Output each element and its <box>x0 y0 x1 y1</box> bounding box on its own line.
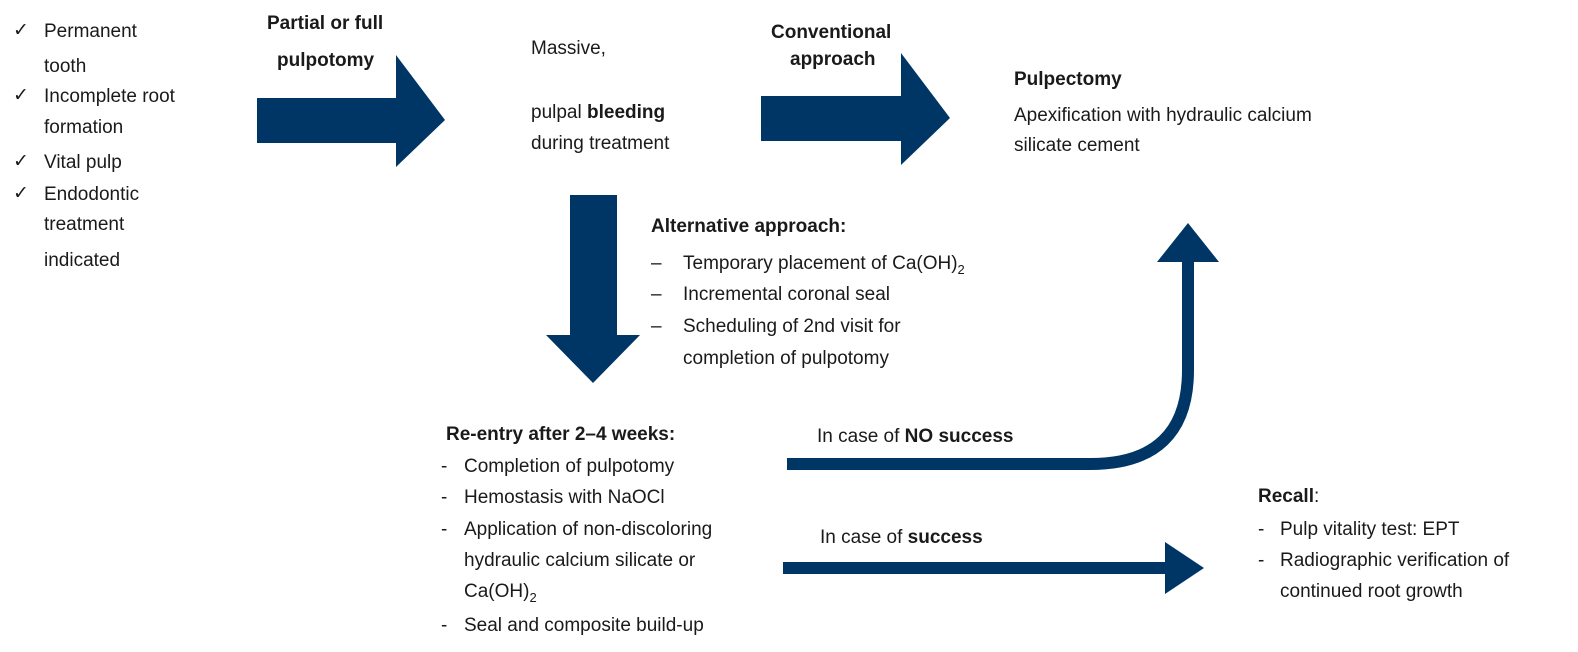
success-label: In case of success <box>820 522 983 553</box>
pulpectomy-line2: silicate cement <box>1014 135 1140 156</box>
recall-title-suffix: : <box>1313 486 1320 507</box>
criteria-text: treatment <box>44 214 125 235</box>
dash-mark: - <box>441 456 448 477</box>
pulpotomy-label-line2: pulpotomy <box>277 50 375 71</box>
reentry-item3-line3: Ca(OH)2 <box>464 576 537 607</box>
reentry-item2: Hemostasis with NaOCl <box>464 487 665 508</box>
dash-mark: – <box>651 316 662 337</box>
recall-title: Recall: <box>1258 481 1319 512</box>
reentry-item3-line3-text: Ca(OH) <box>464 581 530 602</box>
criteria-text: Vital pulp <box>44 152 122 173</box>
bleeding-line4: during treatment <box>531 133 670 154</box>
no-success-pre: In case of <box>817 426 905 447</box>
check-icon: ✓ <box>13 85 29 106</box>
alternative-title: Alternative approach: <box>651 216 847 237</box>
arrow-to-bleeding <box>257 55 445 167</box>
dash-mark: - <box>441 519 448 540</box>
criteria-text: Permanent <box>44 21 137 42</box>
conventional-label-line1: Conventional <box>771 22 892 43</box>
reentry-item3-line2: hydraulic calcium silicate or <box>464 550 696 571</box>
reentry-item4: Seal and composite build-up <box>464 615 704 636</box>
dash-mark: - <box>441 615 448 636</box>
pulpectomy-line1: Apexification with hydraulic calcium <box>1014 105 1312 126</box>
reentry-item3-line3-sub: 2 <box>529 589 537 605</box>
alternative-item1-sub: 2 <box>957 261 965 277</box>
recall-item2-line1: Radiographic verification of <box>1280 550 1510 571</box>
arrow-down-to-reentry <box>546 195 640 383</box>
pulpectomy-title: Pulpectomy <box>1014 69 1122 90</box>
recall-item1: Pulp vitality test: EPT <box>1280 519 1460 540</box>
recall-item2-line2: continued root growth <box>1280 581 1463 602</box>
no-success-bold: NO success <box>904 426 1014 447</box>
criteria-text: indicated <box>44 250 121 271</box>
bleeding-line3-bold: bleeding <box>587 102 666 123</box>
bleeding-line3: pulpal bleeding <box>531 97 665 128</box>
dash-mark: - <box>441 487 448 508</box>
recall-title-text: Recall <box>1258 486 1314 507</box>
criteria-text: tooth <box>44 56 87 77</box>
bleeding-line3-pre: pulpal <box>531 102 587 123</box>
curved-arrow-no-success <box>787 262 1194 470</box>
criteria-text: Endodontic <box>44 184 140 205</box>
alternative-item2: Incremental coronal seal <box>683 284 890 305</box>
alternative-item1: Temporary placement of Ca(OH)2 <box>683 248 965 279</box>
conventional-label-line2: approach <box>790 49 876 70</box>
alternative-item1-text: Temporary placement of Ca(OH) <box>683 253 958 274</box>
arrow-to-pulpectomy <box>761 53 950 165</box>
criteria-text: Incomplete root <box>44 86 175 107</box>
reentry-item1: Completion of pulpotomy <box>464 456 675 477</box>
reentry-item3-line1: Application of non-discoloring <box>464 519 713 540</box>
curved-arrow-head <box>1157 223 1219 262</box>
criteria-text: formation <box>44 117 124 138</box>
alternative-item3-line1: Scheduling of 2nd visit for <box>683 316 901 337</box>
check-icon: ✓ <box>13 151 29 172</box>
alternative-item3-line2: completion of pulpotomy <box>683 348 889 369</box>
dash-mark: – <box>651 253 662 274</box>
bleeding-line1: Massive, <box>531 38 606 59</box>
arrow-success-head <box>1165 542 1204 594</box>
success-bold: success <box>907 527 983 548</box>
check-icon: ✓ <box>13 183 29 204</box>
dash-mark: - <box>1258 519 1265 540</box>
dash-mark: – <box>651 284 662 305</box>
no-success-label: In case of NO success <box>817 421 1013 452</box>
reentry-title: Re-entry after 2–4 weeks: <box>446 424 676 445</box>
success-pre: In case of <box>820 527 908 548</box>
check-icon: ✓ <box>13 20 29 41</box>
pulpotomy-label-line1: Partial or full <box>267 13 384 34</box>
dash-mark: - <box>1258 550 1265 571</box>
